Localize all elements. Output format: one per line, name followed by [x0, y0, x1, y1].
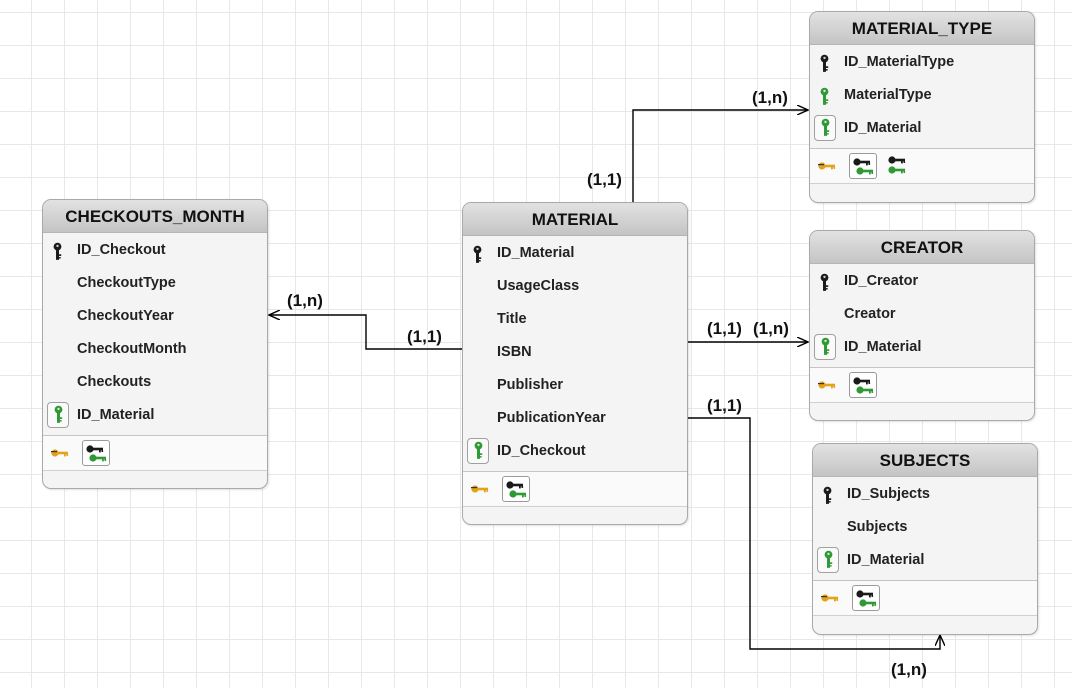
entity-toolbar — [813, 580, 1037, 616]
entity-toolbar — [810, 367, 1034, 403]
field-row[interactable]: MaterialType — [810, 79, 1034, 112]
primary-key-icon — [821, 485, 839, 505]
field-row[interactable]: ID_MaterialType — [810, 46, 1034, 79]
field-row[interactable]: Checkouts — [43, 366, 267, 399]
primary-key-icon — [818, 272, 836, 292]
field-name: ID_MaterialType — [844, 54, 955, 70]
field-row[interactable]: ID_Material — [463, 237, 687, 270]
entity-title: MATERIAL_TYPE — [810, 12, 1034, 45]
field-row[interactable]: ID_Material — [813, 544, 1037, 577]
cardinality-material-to-subjects: (1,1) — [707, 396, 742, 415]
field-name: ID_Material — [844, 120, 922, 136]
field-row[interactable]: UsageClass — [463, 270, 687, 303]
rel-line-material-type — [632, 110, 808, 205]
foreign-keys-icon[interactable] — [82, 440, 110, 466]
field-row[interactable]: Title — [463, 303, 687, 336]
rel-line-checkouts — [269, 315, 462, 350]
field-row[interactable]: Creator — [810, 298, 1034, 331]
entity-title: CREATOR — [810, 231, 1034, 264]
field-name: ID_Subjects — [847, 486, 930, 502]
entity-title: CHECKOUTS_MONTH — [43, 200, 267, 233]
index-key-icon[interactable] — [814, 372, 842, 398]
field-name: ISBN — [497, 344, 532, 360]
field-name: ID_Material — [77, 407, 155, 423]
field-name: Subjects — [847, 519, 908, 535]
foreign-keys-icon[interactable] — [502, 476, 530, 502]
entity-title: SUBJECTS — [813, 444, 1037, 477]
foreign-key-icon — [814, 115, 836, 141]
primary-key-icon — [51, 241, 69, 261]
field-row[interactable]: ID_Creator — [810, 265, 1034, 298]
field-row[interactable]: ID_Checkout — [463, 435, 687, 468]
field-name: ID_Material — [497, 245, 575, 261]
field-row[interactable]: CheckoutYear — [43, 300, 267, 333]
field-name: ID_Checkout — [497, 443, 586, 459]
foreign-key-icon — [47, 402, 69, 428]
field-name: Publisher — [497, 377, 564, 393]
cardinality-subjects-from-material: (1,n) — [891, 660, 927, 679]
entity-title: MATERIAL — [463, 203, 687, 236]
field-name: Checkouts — [77, 374, 152, 390]
foreign-key-icon — [467, 438, 489, 464]
field-row[interactable]: CheckoutMonth — [43, 333, 267, 366]
field-name: Title — [497, 311, 527, 327]
rel-line-subjects — [687, 417, 940, 650]
field-name: CheckoutMonth — [77, 341, 187, 357]
field-name: UsageClass — [497, 278, 580, 294]
field-name: ID_Checkout — [77, 242, 166, 258]
index-key-icon[interactable] — [47, 440, 75, 466]
foreign-keys-icon[interactable] — [849, 153, 877, 179]
field-row[interactable]: Publisher — [463, 369, 687, 402]
cardinality-type-from-material: (1,n) — [752, 88, 788, 107]
foreign-keys-icon[interactable] — [852, 585, 880, 611]
field-name: PublicationYear — [497, 410, 606, 426]
cardinality-material-to-type: (1,1) — [587, 170, 622, 189]
index-key-icon[interactable] — [467, 476, 495, 502]
field-row[interactable]: ISBN — [463, 336, 687, 369]
field-name: MaterialType — [844, 87, 932, 103]
cardinality-checkouts-from-material: (1,n) — [287, 291, 323, 310]
field-row[interactable]: PublicationYear — [463, 402, 687, 435]
primary-key-icon — [818, 53, 836, 73]
field-name: ID_Material — [847, 552, 925, 568]
index-key-icon[interactable] — [817, 585, 845, 611]
entity-toolbar — [810, 148, 1034, 184]
field-row[interactable]: Subjects — [813, 511, 1037, 544]
unique-keys-icon[interactable] — [884, 153, 912, 179]
field-row[interactable]: CheckoutType — [43, 267, 267, 300]
cardinality-creator-from-material: (1,n) — [753, 319, 789, 338]
cardinality-material-to-creator: (1,1) — [707, 319, 742, 338]
field-name: Creator — [844, 306, 896, 322]
foreign-key-icon — [814, 334, 836, 360]
field-name: ID_Material — [844, 339, 922, 355]
field-row[interactable]: ID_Checkout — [43, 234, 267, 267]
foreign-key-icon — [817, 547, 839, 573]
field-name: CheckoutType — [77, 275, 176, 291]
field-name: CheckoutYear — [77, 308, 174, 324]
entity-toolbar — [43, 435, 267, 471]
unique-key-icon — [818, 86, 836, 106]
index-key-icon[interactable] — [814, 153, 842, 179]
field-row[interactable]: ID_Material — [810, 331, 1034, 364]
field-row[interactable]: ID_Material — [43, 399, 267, 432]
foreign-keys-icon[interactable] — [849, 372, 877, 398]
primary-key-icon — [471, 244, 489, 264]
entity-toolbar — [463, 471, 687, 507]
field-name: ID_Creator — [844, 273, 919, 289]
cardinality-material-to-checkouts: (1,1) — [407, 327, 442, 346]
field-row[interactable]: ID_Subjects — [813, 478, 1037, 511]
field-row[interactable]: ID_Material — [810, 112, 1034, 145]
